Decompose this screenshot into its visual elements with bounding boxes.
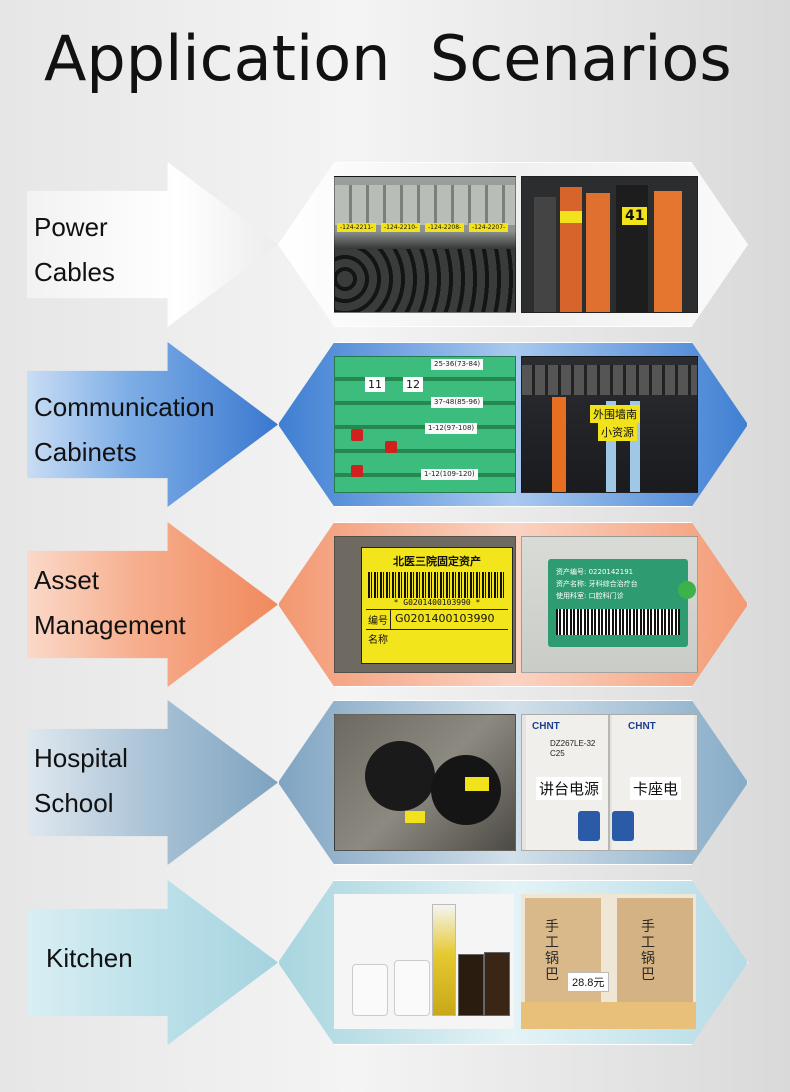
port-number: 11 bbox=[365, 377, 385, 392]
asset-info-line: 使用科室: 口腔科门诊 bbox=[556, 592, 624, 600]
scenario-row-power-cables: Power Cables -124-2211- -124-2210- -124-… bbox=[0, 162, 790, 327]
cabinet-label: 1-12(109-120) bbox=[421, 469, 478, 480]
cabinet-label: 1-12(97-108) bbox=[425, 423, 478, 434]
breaker-brand: CHNT bbox=[628, 721, 656, 732]
cabinet-label: 25-36(73-84) bbox=[431, 359, 484, 370]
kitchen-photo-left bbox=[334, 894, 514, 1029]
scenario-label: Power Cables bbox=[34, 205, 115, 295]
product-brand: 手工锅巴 bbox=[545, 918, 559, 982]
asset-code-label: 编号 bbox=[366, 610, 391, 629]
power-cables-photo-left: -124-2211- -124-2210- -124-2208- -124-22… bbox=[334, 176, 516, 313]
school-photo-right: CHNT CHNT DZ267LE-32 C25 讲台电源 卡座电 bbox=[521, 714, 698, 851]
scenario-row-hospital-school: Hospital School CHNT CHNT DZ267LE-32 C25… bbox=[0, 700, 790, 865]
label-line-2: Management bbox=[34, 610, 186, 640]
scenario-row-kitchen: Kitchen 手工锅巴 手工锅巴 28.8元 bbox=[0, 880, 790, 1045]
breaker-model: DZ267LE-32 bbox=[550, 739, 596, 748]
cable-tag: -124-2208- bbox=[425, 223, 465, 232]
label-line-2: School bbox=[34, 788, 114, 818]
label-line-1: Asset bbox=[34, 565, 100, 595]
power-cables-photo-right: 41 bbox=[521, 176, 698, 313]
cable-label: 小资源 bbox=[598, 423, 637, 441]
breaker-label: 卡座电 bbox=[630, 777, 682, 800]
label-line-2: Cables bbox=[34, 257, 115, 287]
cable-tag: -124-2210- bbox=[381, 223, 421, 232]
asset-code: G0201400103990 bbox=[395, 612, 495, 625]
asset-photo-right: 资产编号: 0220142191 资产名称: 牙科综合治疗台 使用科室: 口腔科… bbox=[521, 536, 698, 673]
hospital-photo-left bbox=[334, 714, 516, 851]
cable-tag: -124-2211- bbox=[337, 223, 377, 232]
label-line-1: Power bbox=[34, 212, 108, 242]
cable-tag-41: 41 bbox=[622, 207, 648, 225]
cable-tag: -124-2207- bbox=[469, 223, 509, 232]
asset-name-label: 名称 bbox=[368, 635, 388, 646]
scenario-label: Hospital School bbox=[34, 736, 128, 826]
cable-label: 外围墙南 bbox=[590, 405, 640, 423]
communication-photo-left: 11 12 25-36(73-84) 37-48(85-96) 1-12(97-… bbox=[334, 356, 516, 493]
scenario-label: Kitchen bbox=[46, 936, 133, 981]
asset-info-line: 资产名称: 牙科综合治疗台 bbox=[556, 580, 638, 588]
asset-barcode-text: * G0201400103990 * bbox=[393, 598, 481, 607]
product-brand: 手工锅巴 bbox=[641, 918, 655, 982]
label-line-1: Kitchen bbox=[46, 943, 133, 973]
page-title: Application Scenarios bbox=[44, 22, 732, 95]
label-line-1: Communication bbox=[34, 392, 215, 422]
asset-info-line: 资产编号: 0220142191 bbox=[556, 568, 634, 576]
scenario-row-communication-cabinets: Communication Cabinets 11 12 25-36(73-84… bbox=[0, 342, 790, 507]
label-line-2: Cabinets bbox=[34, 437, 137, 467]
communication-photo-right: 外围墙南 小资源 bbox=[521, 356, 698, 493]
cabinet-label: 37-48(85-96) bbox=[431, 397, 484, 408]
asset-tag-header: 北医三院固定资产 bbox=[393, 555, 481, 568]
scenario-label: Communication Cabinets bbox=[34, 385, 215, 475]
port-number: 12 bbox=[403, 377, 423, 392]
kitchen-photo-right: 手工锅巴 手工锅巴 28.8元 bbox=[521, 894, 696, 1029]
breaker-label: 讲台电源 bbox=[536, 777, 603, 800]
breaker-brand: CHNT bbox=[532, 721, 560, 732]
scenario-row-asset-management: Asset Management 北医三院固定资产 * G02014001039… bbox=[0, 522, 790, 687]
price-tag: 28.8元 bbox=[567, 972, 610, 992]
asset-photo-left: 北医三院固定资产 * G0201400103990 * 编号 G02014001… bbox=[334, 536, 516, 673]
scenario-label: Asset Management bbox=[34, 558, 186, 648]
label-line-1: Hospital bbox=[34, 743, 128, 773]
breaker-rating: C25 bbox=[550, 749, 565, 758]
